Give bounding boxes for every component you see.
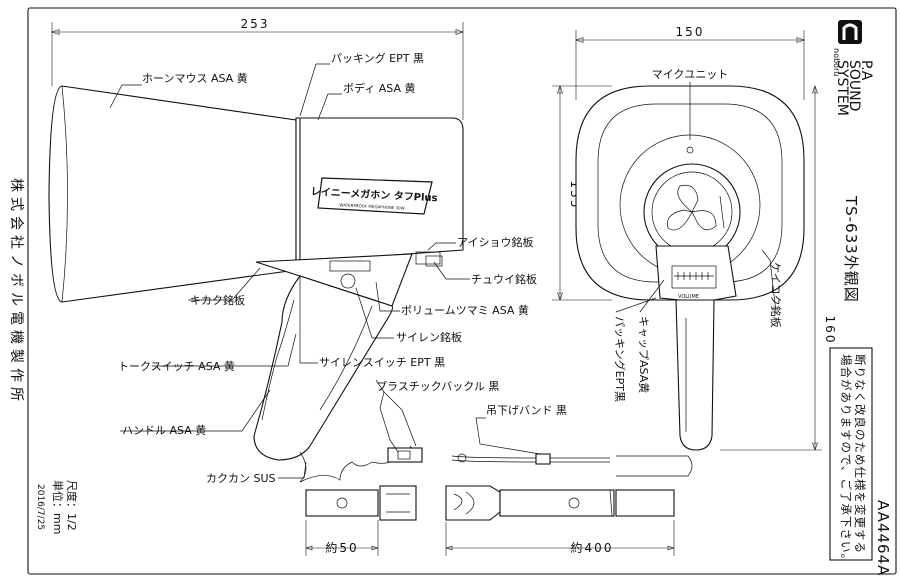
notice-box [829,347,873,561]
label-buckle: プラスチックバックル 黒 [376,380,499,393]
label-kakukan: カクカン SUS [206,472,276,485]
title-block: 株式会社ノボル電機製作所 尺度：1/2 単位：mm 2016/7/25 TS-6… [8,20,892,576]
label-body: ボディ ASA 黄 [343,81,415,95]
unit-label: 単位：mm [51,480,65,534]
buckle-part [305,489,379,517]
side-view: 253 レイニーメガホン タフPlus WATERPROOF MEGAPHONE… [48,17,464,483]
leader-lines [109,63,777,479]
front-view: 150 135 160 VOLUME [552,25,837,451]
label-eye-plate: アイショウ銘板 [457,235,533,249]
brand-line-1: P.A [858,60,874,81]
drawing-number: AA4464A [874,500,892,576]
product-logo-badge [317,177,433,215]
handle-shape [253,275,394,461]
notice-line-2: 場合がありますので、ご了承下さい。 [839,354,853,566]
horn-mouth-shape [48,85,297,303]
label-kikaku-plate: キカク銘板 [190,293,245,307]
label-talk-switch: トークスイッチ ASA 黄 [118,359,235,373]
part-labels: ホーンマウス ASA 黄 パッキング EPT 黒 ボディ ASA 黄 アイショウ… [118,51,783,485]
label-cap-v: キャップASA黄 [637,316,651,393]
brand-line-2: SOUND [846,60,862,111]
drawing-date: 2016/7/25 [35,484,45,530]
dim-total-height: 160 [823,316,837,345]
horn-front-outer [575,85,805,301]
model-title: TS-633外観図 [842,195,860,303]
label-packing-v: パッキングEPT黒 [613,316,627,402]
scale-label: 尺度：1/2 [65,480,79,531]
label-siren-switch: サイレンスイッチ EPT 黒 [319,356,445,369]
label-caution-plate: チュウイ銘板 [471,272,537,286]
volume-text: VOLUME [678,294,699,300]
company-name: 株式会社ノボル電機製作所 [8,178,24,406]
strap-band [499,489,615,517]
label-packing: パッキング EPT 黒 [331,51,424,65]
sheet-border [27,7,897,575]
dim-width: 150 [676,25,705,39]
label-mic-unit: マイクユニット [652,68,729,81]
product-logo-sub: WATERPROOF MEGAPHONE 30W [339,202,404,210]
notice-line-1: 断りなく改良のため仕様を変更する [853,354,867,554]
label-keikoku-plate: ケイコク銘板 [769,262,783,328]
label-handle: ハンドル ASA 黄 [122,423,206,437]
brand-line-3: SYSTEM [834,60,850,116]
dim-length: 253 [241,17,270,31]
label-volume: ボリュームツマミ ASA 黄 [401,303,529,317]
strap-view: 約50 約400 [305,453,693,556]
label-siren-plate: サイレン銘板 [396,330,462,344]
dim-strap: 約400 [571,540,614,555]
label-strap: 吊下げバンド 黒 [486,404,567,417]
dim-buckle: 約50 [325,540,358,555]
brand-mark: noboru [832,48,841,76]
handle-front [675,299,715,451]
label-horn-mouth: ホーンマウス ASA 黄 [142,71,248,85]
